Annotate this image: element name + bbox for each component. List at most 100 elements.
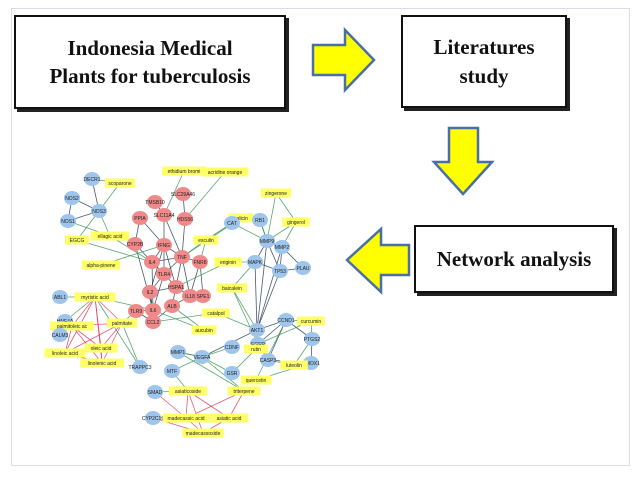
network-node-label: salicin [234,216,248,222]
network-node-compound: myristic acid [74,292,116,302]
network-node-shape [145,303,161,317]
network-node-shape [106,318,138,328]
network-node-shape [132,211,148,225]
network-node-shape [80,358,124,368]
network-node-shape [52,290,68,304]
network-node-shape [297,316,325,326]
network-node-shape [128,304,144,318]
network-node-label: myristic acid [81,295,109,301]
network-node-label: madecassoside [186,431,221,437]
network-node-gene: NOS2 [64,191,80,205]
network-node-shape [162,413,210,423]
network-node-target: IL2 [142,285,158,299]
network-node-label: CAT [227,221,237,227]
network-node-shape [224,216,240,230]
network-node-label: RB1 [255,218,265,224]
network-node-compound: acridine orange [201,167,249,177]
network-node-label: SMAD [148,390,163,396]
network-node-shape [64,191,80,205]
network-node-label: IL6 [150,308,157,314]
network-node-gene: VEGFA [194,350,211,364]
network-node-label: gingerol [287,220,305,226]
network-node-shape [194,350,210,364]
network-node-gene: NOS3 [91,204,107,218]
network-node-compound: linolenic acid [80,358,124,368]
network-node-label: NOS2 [65,196,79,202]
network-node-label: CASP3 [260,358,277,364]
network-node-label: madecassic acid [168,416,205,422]
network-node-label: PLAU [296,266,309,272]
network-node-label: SLC11A4 [153,213,174,219]
network-edge [254,261,258,331]
network-edge [275,192,297,223]
network-node-target: TNF [174,250,190,264]
network-node-label: acridine orange [208,170,243,176]
network-node-label: palmitate [112,321,133,327]
box-network-label: Network analysis [436,246,592,271]
network-node-shape [91,204,107,218]
network-node-label: linolenic acid [88,361,117,367]
network-node-gene: CALM3 [52,328,69,342]
network-node-target: PPIA [132,211,148,225]
network-node-label: IL18 [185,294,195,300]
network-node-compound: palmitate [106,318,138,328]
network-node-shape [84,172,100,186]
network-node-shape [304,332,320,346]
network-node-shape [168,280,184,294]
network-node-shape [50,321,94,331]
network-node-label: DECR1 [84,177,101,183]
network-node-label: esculin [198,238,214,244]
network-node-label: baicalein [222,286,242,292]
network-node-gene: GSR [224,366,240,380]
network-node-label: HDS56 [177,217,193,223]
network-node-label: oleic acid [91,346,112,352]
network-node-compound: salicin [228,213,254,223]
network-node-label: CALM3 [52,333,69,339]
network-node-label: SPE1 [197,294,210,300]
network-node-compound: esculin [193,235,219,245]
box-literatures-study: Literatures study [401,15,567,108]
network-node-label: ALB [167,304,177,310]
network-node-gene: PLAU [295,261,311,275]
network-node-label: rutin [251,347,261,353]
network-node-target: ALB [164,299,180,313]
network-node-label: CDNF [225,345,239,351]
network-node-shape [192,255,208,269]
network-node-target: TMSB10 [145,195,165,209]
box-literature-line1: Literatures [433,35,535,60]
network-node-shape [104,178,136,188]
network-node-shape [156,238,172,252]
network-edge [163,214,183,258]
network-node-gene: CAT [224,216,240,230]
network-node-compound: madecassic acid [162,413,210,423]
network-edge [101,322,123,364]
network-edge [187,390,204,434]
network-node-label: TNF [177,255,187,261]
network-node-shape [182,289,198,303]
network-node-shape [260,353,276,367]
network-node-compound: gingerol [282,217,310,227]
network-node-gene: RB1 [252,213,268,227]
network-node-gene: MMP9 [259,234,275,248]
network-node-compound: palmitoleic ac [50,321,94,331]
network-node-label: IL4 [149,260,156,266]
network-node-shape [227,386,261,396]
network-node-shape [274,240,290,254]
network-node-label: HSPA1 [168,285,184,291]
network-node-shape [249,323,265,337]
network-node-shape [145,411,161,425]
network-node-shape [164,299,180,313]
network-node-label: palmitoleic ac [57,324,88,330]
network-node-gene: NOS1 [60,214,76,228]
network-node-shape [240,375,272,385]
network-node-compound: triterpene [227,386,261,396]
network-node-compound: ethidium bromi [162,166,206,176]
network-node-shape [170,345,186,359]
network-node-target: FNR8 [192,255,208,269]
network-edge [256,246,283,331]
network-node-compound: EGCG [65,235,89,245]
network-node-label: NOS3 [92,209,106,215]
network-node-label: FNR8 [193,260,206,266]
network-node-shape [145,315,161,329]
